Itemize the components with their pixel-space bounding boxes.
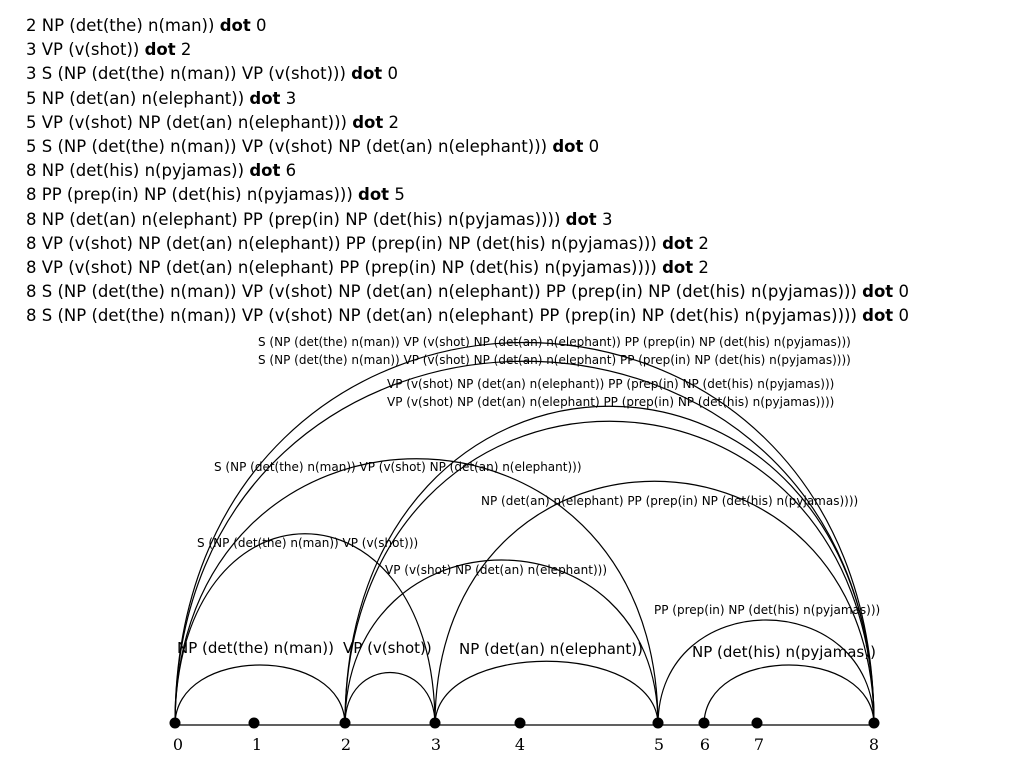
agenda-line: 5 S (NP (det(the) n(man)) VP (v(shot) NP…: [26, 137, 600, 157]
agenda-line: 5 NP (det(an) n(elephant)) dot 3: [26, 88, 297, 108]
agenda-line: 3 VP (v(shot)) dot 2: [26, 40, 192, 60]
label-np-pyjamas: NP (det(his) n(pyjamas)): [692, 643, 876, 661]
arc-np-pyjamas: [703, 664, 875, 726]
label-s-man-shot-elephant: S (NP (det(the) n(man)) VP (v(shot) NP (…: [214, 460, 582, 474]
agenda-line: 8 NP (det(his) n(pyjamas)) dot 6: [26, 161, 297, 181]
node-7: [751, 717, 763, 729]
node-2: [339, 717, 351, 729]
node-5: [652, 717, 664, 729]
tick-label: 5: [654, 735, 664, 754]
label-vp-shot: VP (v(shot)): [343, 639, 432, 657]
label-vp-full-b: VP (v(shot) NP (det(an) n(elephant) PP (…: [387, 395, 834, 409]
arc-np-man: [174, 664, 346, 726]
label-s-full-b: S (NP (det(the) n(man)) VP (v(shot) NP (…: [258, 353, 851, 367]
agenda-line: 2 NP (det(the) n(man)) dot 0: [26, 16, 267, 35]
tick-label: 0: [173, 735, 183, 754]
node-1: [248, 717, 260, 729]
tick-label: 6: [700, 735, 710, 754]
label-np-man: NP (det(the) n(man)): [177, 639, 334, 657]
agenda-line: 8 VP (v(shot) NP (det(an) n(elephant)) P…: [26, 233, 709, 253]
agenda-line: 5 VP (v(shot) NP (det(an) n(elephant))) …: [26, 112, 400, 132]
label-pp-pyjamas: PP (prep(in) NP (det(his) n(pyjamas))): [654, 603, 880, 617]
tick-label: 7: [754, 735, 764, 754]
tick-label: 3: [431, 735, 441, 754]
arc-vp-shot: [344, 671, 436, 726]
label-vp-full-a: VP (v(shot) NP (det(an) n(elephant)) PP …: [387, 377, 834, 391]
arc-s-full-b: [174, 360, 875, 726]
arc-vp-shot-elephant: [344, 559, 659, 726]
agenda-line: 8 VP (v(shot) NP (det(an) n(elephant) PP…: [26, 258, 709, 278]
tick-label: 2: [341, 735, 351, 754]
arc-vp-full-a: [344, 405, 875, 726]
chart-tick-labels: 0 1 2 3 4 5 6 7 8: [173, 735, 879, 754]
arc-vp-full-b: [344, 420, 875, 726]
label-np-elephant: NP (det(an) n(elephant)): [459, 640, 643, 658]
chart-arcs: [174, 341, 875, 726]
agenda-line: 8 NP (det(an) n(elephant) PP (prep(in) N…: [26, 209, 613, 229]
tick-label: 8: [869, 735, 879, 754]
node-6: [698, 717, 710, 729]
agenda-line: 8 PP (prep(in) NP (det(his) n(pyjamas)))…: [26, 185, 405, 205]
chart-nodes: [169, 717, 880, 729]
arc-s-man-shot: [174, 533, 436, 726]
chart-arc-labels: NP (det(the) n(man)) VP (v(shot)) NP (de…: [177, 335, 880, 661]
agenda-list: 2 NP (det(the) n(man)) dot 0 3 VP (v(sho…: [26, 14, 909, 329]
node-4: [514, 717, 526, 729]
tick-label: 4: [515, 735, 525, 754]
label-np-elephant-pp: NP (det(an) n(elephant) PP (prep(in) NP …: [481, 494, 858, 508]
arc-s-man-shot-elephant: [174, 458, 659, 726]
label-s-full-a: S (NP (det(the) n(man)) VP (v(shot) NP (…: [258, 335, 851, 349]
node-3: [429, 717, 441, 729]
agenda-line: 8 S (NP (det(the) n(man)) VP (v(shot) NP…: [26, 282, 909, 302]
arc-pp-pyjamas: [657, 619, 875, 726]
arc-np-elephant-pp: [434, 480, 875, 726]
label-s-man-shot: S (NP (det(the) n(man)) VP (v(shot))): [197, 536, 418, 550]
node-8: [868, 717, 880, 729]
node-0: [169, 717, 181, 729]
arc-s-full-a: [174, 341, 875, 726]
agenda-line: 3 S (NP (det(the) n(man)) VP (v(shot))) …: [26, 64, 398, 84]
tick-label: 1: [252, 735, 262, 754]
agenda-line: 8 S (NP (det(the) n(man)) VP (v(shot) NP…: [26, 306, 909, 326]
label-vp-shot-elephant: VP (v(shot) NP (det(an) n(elephant))): [385, 563, 607, 577]
arc-np-elephant: [434, 660, 659, 726]
